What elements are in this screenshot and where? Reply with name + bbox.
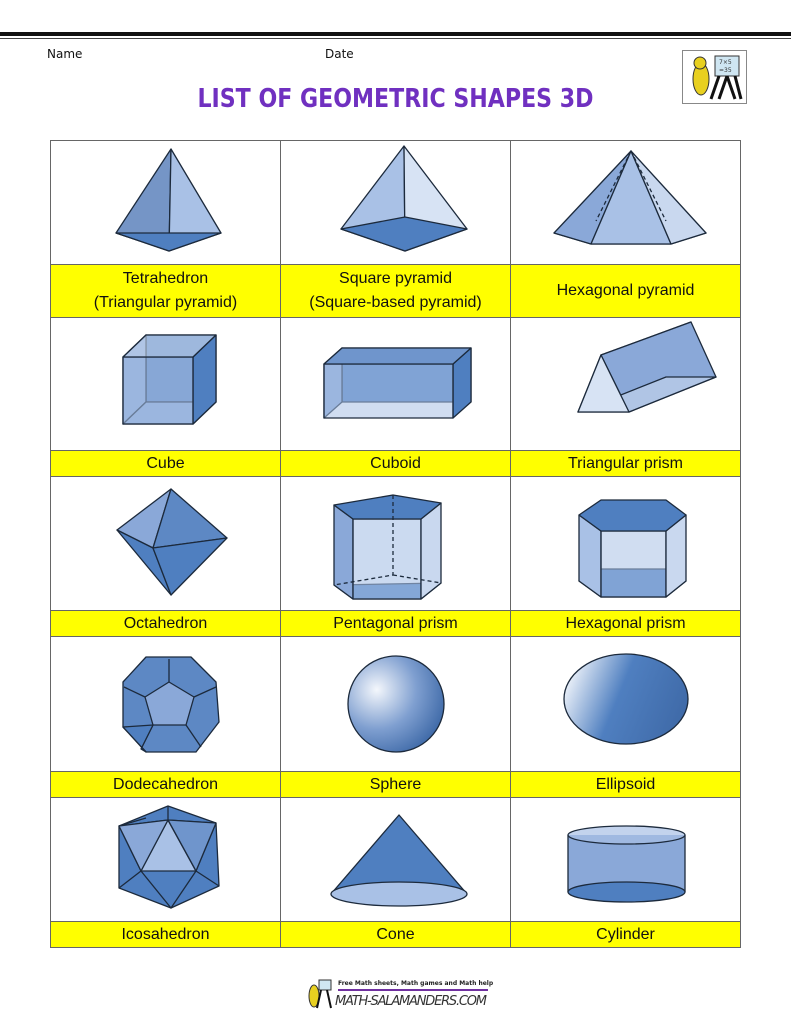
salamander-icon — [308, 979, 332, 1009]
hexagonal-prism-shape — [578, 499, 687, 598]
cuboid-cell — [280, 317, 511, 451]
tetrahedron-cell — [50, 140, 281, 265]
svg-text:MATH-SALAMANDERS.COM: MATH-SALAMANDERS.COM — [335, 994, 487, 1008]
cone-shape — [330, 814, 468, 907]
top-rule-thin — [0, 38, 791, 39]
footer-logo: Free Math sheets, Math games and Math he… — [305, 978, 495, 1010]
shape-alt-name: (Square-based pyramid) — [309, 294, 482, 311]
dodecahedron-cell — [50, 636, 281, 772]
square-pyramid-cell — [280, 140, 511, 265]
pentagonal-prism-shape — [333, 494, 442, 600]
sphere-shape — [347, 655, 445, 753]
cone-label: Cone — [280, 921, 511, 948]
octahedron-shape — [116, 488, 228, 596]
hexagonal-pyramid-shape — [553, 150, 707, 245]
shape-name: Tetrahedron — [122, 270, 209, 287]
ellipsoid-shape — [563, 653, 689, 745]
hexagonal-prism-label: Hexagonal prism — [510, 610, 741, 637]
ellipsoid-cell — [510, 636, 741, 772]
page-title: LIST OF GEOMETRIC SHAPES 3D — [197, 84, 594, 114]
shapes-table: Tetrahedron (Triangular pyramid) Square p… — [50, 140, 741, 948]
triangular-prism-label: Triangular prism — [510, 450, 741, 477]
footer-divider — [338, 989, 488, 991]
cube-cell — [50, 317, 281, 451]
dodecahedron-shape — [122, 656, 220, 753]
cylinder-cell — [510, 797, 741, 922]
svg-text:=35: =35 — [719, 67, 732, 74]
cylinder-label: Cylinder — [510, 921, 741, 948]
svg-text:7×5: 7×5 — [719, 59, 732, 66]
cube-label: Cube — [50, 450, 281, 477]
triangular-prism-cell — [510, 317, 741, 451]
cylinder-shape — [567, 825, 686, 903]
hexagonal-prism-cell — [510, 476, 741, 611]
octahedron-label: Octahedron — [50, 610, 281, 637]
cone-cell — [280, 797, 511, 922]
octahedron-cell — [50, 476, 281, 611]
shape-name: Square pyramid — [339, 270, 452, 287]
pentagonal-prism-label: Pentagonal prism — [280, 610, 511, 637]
hexagonal-pyramid-label: Hexagonal pyramid — [510, 264, 741, 318]
sphere-label: Sphere — [280, 771, 511, 798]
tetrahedron-label: Tetrahedron (Triangular pyramid) — [50, 264, 281, 318]
dodecahedron-label: Dodecahedron — [50, 771, 281, 798]
salamander-logo: 7×5 =35 — [682, 50, 747, 104]
date-label: Date — [325, 47, 354, 61]
footer-site-wordmark: MATH-SALAMANDERS.COM — [335, 994, 487, 1008]
hexagonal-pyramid-cell — [510, 140, 741, 265]
sphere-cell — [280, 636, 511, 772]
icosahedron-label: Icosahedron — [50, 921, 281, 948]
icosahedron-cell — [50, 797, 281, 922]
top-rule — [0, 32, 791, 36]
square-pyramid-shape — [340, 145, 468, 252]
square-pyramid-label: Square pyramid (Square-based pyramid) — [280, 264, 511, 318]
icosahedron-shape — [118, 805, 220, 909]
triangular-prism-shape — [577, 321, 717, 413]
shape-alt-name: (Triangular pyramid) — [93, 294, 238, 311]
cuboid-label: Cuboid — [280, 450, 511, 477]
cuboid-shape — [323, 347, 472, 419]
cube-shape — [122, 334, 217, 425]
tetrahedron-shape — [115, 148, 222, 252]
pentagonal-prism-cell — [280, 476, 511, 611]
ellipsoid-label: Ellipsoid — [510, 771, 741, 798]
footer-tagline: Free Math sheets, Math games and Math he… — [338, 980, 494, 987]
name-label: Name — [47, 47, 83, 61]
